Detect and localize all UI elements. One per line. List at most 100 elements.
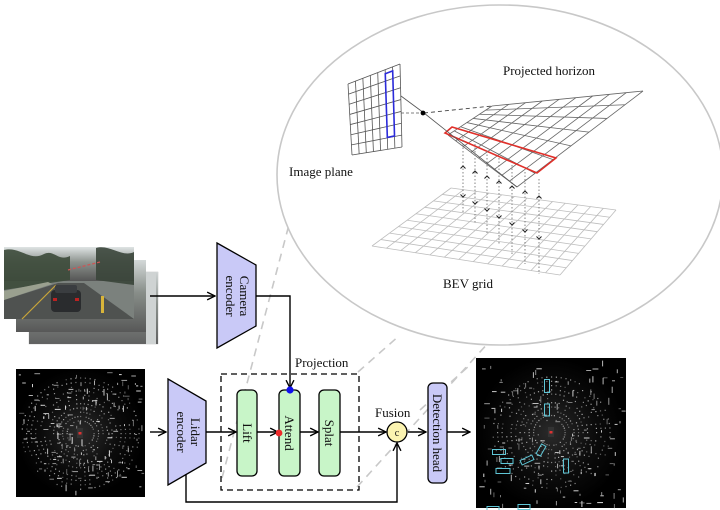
lidar-input-point — [78, 477, 82, 479]
bev-grid-line — [487, 201, 553, 265]
lidar-input-point — [44, 413, 47, 415]
lidar-input-point — [91, 461, 93, 463]
lidar-output-point — [531, 403, 533, 405]
lidar-output-point — [511, 424, 513, 426]
bev-grid-line — [444, 196, 515, 258]
lidar-output-point — [534, 489, 536, 493]
lidar-input-point — [131, 459, 133, 461]
lidar-input-point — [124, 462, 126, 464]
lidar-output-point — [614, 423, 618, 425]
lidar-output-point — [568, 392, 570, 394]
lidar-input-point — [27, 419, 29, 421]
lidar-output-point — [486, 460, 488, 466]
lidar-encoder-shape[interactable] — [167, 377, 207, 487]
horizon-grid-line — [455, 104, 510, 142]
lidar-output-point — [603, 445, 605, 447]
attend-label: Attend — [282, 415, 297, 451]
lidar-input-point — [44, 440, 47, 442]
lidar-output-point — [564, 386, 566, 388]
fusion-circle[interactable] — [386, 421, 408, 443]
lidar-output-point — [559, 390, 561, 392]
camera-encoder[interactable]: Camera encoder — [216, 241, 257, 350]
lidar-output-point — [533, 471, 535, 473]
lidar-input-point — [91, 426, 93, 428]
lidar-output-point — [611, 386, 613, 393]
lidar-input-point — [54, 457, 56, 459]
lidar-encoder[interactable]: Lidar encoder — [167, 377, 207, 487]
lidar-output-point — [538, 465, 540, 469]
lidar-input-point — [126, 407, 128, 409]
lidar-input-point — [57, 442, 61, 444]
lidar-input-point — [96, 468, 98, 470]
lidar-output-point — [577, 425, 579, 427]
lidar-output-point — [590, 424, 592, 426]
lidar-input-point — [52, 463, 57, 465]
lidar-input-point — [103, 464, 105, 466]
lidar-output-point — [622, 497, 624, 503]
splat-block-shape[interactable] — [318, 389, 341, 477]
lidar-output-point — [540, 455, 542, 457]
camera-encoder-shape[interactable] — [216, 241, 257, 350]
lidar-input-point — [35, 437, 37, 439]
lidar-input-point — [66, 478, 68, 480]
lidar-input-point — [111, 436, 113, 438]
lidar-output-point — [511, 452, 513, 454]
lidar-input-point — [57, 386, 59, 388]
lidar-input-point — [26, 424, 28, 426]
lidar-input-point — [97, 476, 100, 478]
detection-box — [544, 379, 550, 393]
lidar-output-point — [573, 435, 575, 437]
lidar-input-point — [71, 474, 73, 477]
lidar-input-point — [106, 429, 108, 431]
lidar-output-point — [511, 472, 513, 475]
lidar-output-point — [616, 369, 618, 374]
lidar-output-point — [592, 368, 599, 370]
lidar-output-point — [555, 501, 557, 506]
lift-block[interactable]: Lift — [236, 389, 258, 477]
lidar-output-point — [576, 396, 578, 398]
attend-block[interactable]: Attend — [275, 386, 301, 477]
lidar-output-point — [499, 405, 501, 407]
lidar-output-point — [609, 463, 614, 465]
lidar-output-point — [528, 429, 530, 431]
lidar-input-point — [96, 440, 98, 442]
splat-block[interactable]: Splat — [318, 389, 341, 477]
lidar-output-point — [576, 407, 578, 409]
lidar-output-point — [517, 443, 519, 445]
lidar-output-point — [536, 442, 538, 444]
lidar-output-point — [573, 474, 575, 476]
zoom-callout-ellipse — [276, 4, 720, 346]
detection-head-shape[interactable] — [427, 382, 448, 484]
lidar-input-point — [90, 424, 92, 426]
lift-block-shape[interactable] — [236, 389, 258, 477]
lidar-output-point — [520, 413, 522, 415]
lidar-output-point — [532, 413, 536, 415]
lidar-input-point — [31, 438, 36, 440]
lidar-output-point — [530, 398, 532, 400]
fusion-concat-node[interactable]: c — [386, 421, 408, 443]
lidar-input-point — [65, 405, 66, 410]
lidar-output-point — [587, 432, 589, 434]
lidar-output-point — [556, 403, 558, 410]
lidar-input-point — [69, 409, 71, 411]
lidar-output-point — [499, 446, 504, 448]
lidar-input-point — [41, 396, 43, 398]
lidar-input-point — [90, 446, 92, 448]
lidar-output-point — [590, 440, 592, 442]
detection-head[interactable]: Detection head — [427, 382, 448, 484]
lidar-output-point — [559, 465, 561, 467]
detection-box — [563, 458, 569, 474]
lidar-output-point — [582, 401, 584, 403]
up-chevron-icon — [472, 170, 478, 174]
lidar-output-point — [590, 389, 592, 395]
lidar-input-point — [65, 459, 67, 461]
lidar-output-point — [554, 406, 556, 408]
lidar-input-point — [41, 444, 43, 447]
lidar-input-point — [40, 441, 42, 443]
lidar-input-point — [111, 391, 113, 393]
lidar-output-point — [531, 437, 533, 443]
lidar-output-point — [541, 486, 543, 488]
lidar-input-point — [58, 427, 60, 429]
lidar-output-point — [493, 422, 495, 425]
lidar-input-point — [56, 420, 58, 422]
